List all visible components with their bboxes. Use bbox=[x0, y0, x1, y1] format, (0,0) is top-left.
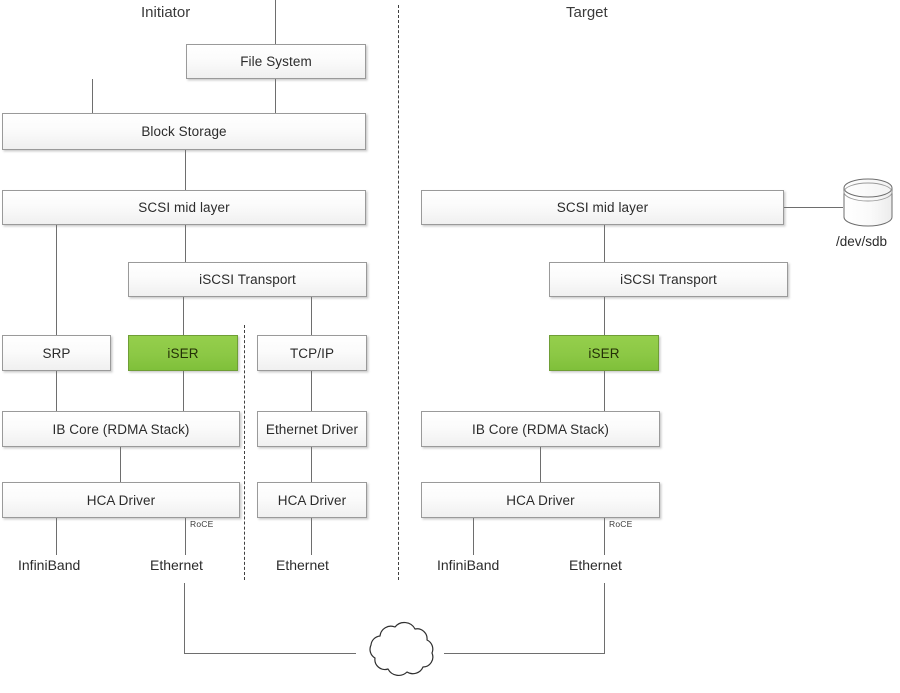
connector-top-to-block-storage bbox=[92, 79, 93, 113]
connector-ethernet-initiator-to-cloud-drop bbox=[184, 583, 185, 654]
box-file-system[interactable]: File System bbox=[186, 44, 366, 79]
connector-block-storage-to-scsi bbox=[185, 150, 186, 190]
section-heading-initiator: Initiator bbox=[141, 4, 191, 21]
connector-cloud-to-ethernet-target-run bbox=[444, 653, 605, 654]
box-iscsi-transport[interactable]: iSCSI Transport bbox=[128, 262, 367, 297]
connector-tcpip-to-ethernet-driver bbox=[311, 371, 312, 411]
connector-scsi-to-iscsi-transport bbox=[185, 225, 186, 262]
connector-file-system-to-block-storage bbox=[275, 79, 276, 113]
box-iscsi-transport-target[interactable]: iSCSI Transport bbox=[549, 262, 788, 297]
connector-ethernet-initiator-to-cloud-run bbox=[184, 653, 356, 654]
box-hca-driver-initiator-ib[interactable]: HCA Driver bbox=[2, 482, 240, 518]
connector-iscsi-transport-to-iser bbox=[183, 297, 184, 335]
connector-target-scsi-to-iscsi-transport bbox=[604, 225, 605, 262]
connector-srp-to-ib-core bbox=[56, 371, 57, 411]
divider-rdma-tcp bbox=[244, 325, 245, 580]
box-hca-driver-initiator-eth[interactable]: HCA Driver bbox=[257, 482, 367, 518]
connector-target-iser-to-ib-core bbox=[604, 371, 605, 411]
connector-target-hca-driver-to-ethernet bbox=[604, 518, 605, 555]
connector-hca-driver-to-infiniband bbox=[56, 518, 57, 555]
divider-initiator-target bbox=[398, 5, 399, 580]
box-iser-initiator[interactable]: iSER bbox=[128, 335, 238, 371]
connector-iser-to-ib-core bbox=[183, 371, 184, 411]
storage-device-label: /dev/sdb bbox=[836, 234, 888, 249]
connector-scsi-to-srp bbox=[56, 225, 57, 335]
box-tcp-ip[interactable]: TCP/IP bbox=[257, 335, 367, 371]
section-heading-target: Target bbox=[566, 4, 608, 21]
storage-device-cylinder bbox=[838, 175, 898, 233]
fabric-label-infiniband-target: InfiniBand bbox=[437, 557, 500, 573]
box-srp[interactable]: SRP bbox=[2, 335, 111, 371]
connector-hca-driver-to-ethernet-roce bbox=[185, 518, 186, 555]
connector-target-ib-core-to-hca-driver bbox=[540, 447, 541, 482]
connector-top-to-file-system bbox=[275, 0, 276, 44]
connector-iscsi-transport-to-tcpip bbox=[311, 297, 312, 335]
annotation-roce-initiator: RoCE bbox=[190, 519, 214, 529]
fabric-label-ethernet-target: Ethernet bbox=[569, 557, 622, 573]
box-scsi-mid-layer-target[interactable]: SCSI mid layer bbox=[421, 190, 784, 225]
connector-cloud-to-ethernet-target-drop bbox=[604, 583, 605, 654]
cylinder-disk-icon bbox=[843, 178, 893, 227]
box-iser-target[interactable]: iSER bbox=[549, 335, 659, 371]
fabric-label-ethernet-roce-initiator: Ethernet bbox=[150, 557, 203, 573]
fabric-label-ethernet-tcp-initiator: Ethernet bbox=[276, 557, 329, 573]
connector-target-hca-driver-to-infiniband bbox=[473, 518, 474, 555]
connector-target-iscsi-transport-to-iser bbox=[604, 297, 605, 335]
connector-hca-driver-to-ethernet-tcp bbox=[311, 518, 312, 555]
box-block-storage[interactable]: Block Storage bbox=[2, 113, 366, 150]
connector-ethernet-driver-to-hca-driver bbox=[311, 447, 312, 482]
network-cloud bbox=[350, 612, 450, 688]
box-scsi-mid-layer[interactable]: SCSI mid layer bbox=[2, 190, 366, 225]
box-ethernet-driver[interactable]: Ethernet Driver bbox=[257, 411, 367, 447]
annotation-roce-target: RoCE bbox=[609, 519, 633, 529]
network-cloud-icon bbox=[369, 621, 434, 676]
connector-ib-core-to-hca-driver bbox=[120, 447, 121, 482]
connector-scsi-to-storage-device bbox=[784, 207, 843, 208]
fabric-label-infiniband-initiator: InfiniBand bbox=[18, 557, 81, 573]
box-hca-driver-target[interactable]: HCA Driver bbox=[421, 482, 660, 518]
box-ib-core-target[interactable]: IB Core (RDMA Stack) bbox=[421, 411, 660, 447]
box-ib-core-initiator[interactable]: IB Core (RDMA Stack) bbox=[2, 411, 240, 447]
